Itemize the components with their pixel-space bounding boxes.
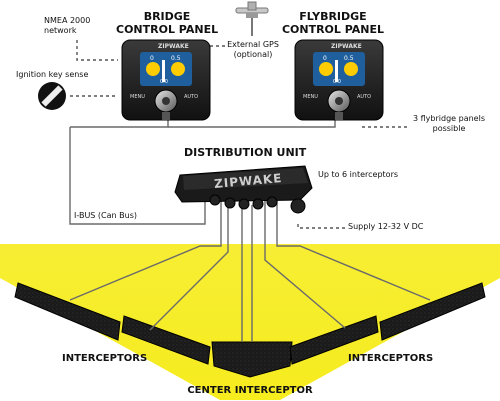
panel-brand-bridge: ZIPWAKE <box>158 43 189 50</box>
bridge-screen-value-3: 0.0 <box>160 79 168 85</box>
flybridge-auto-label: AUTO <box>357 94 372 100</box>
bridge-screen-value-2: 0.5 <box>171 55 181 62</box>
flybridge-screen-value-2: 0.5 <box>344 55 354 62</box>
interceptor-right-inner <box>289 315 379 365</box>
gps-antenna <box>235 1 269 36</box>
interceptor-center <box>211 341 293 378</box>
flybridge-title-line-1: FLYBRIDGE <box>299 10 367 23</box>
bridge-auto-label: AUTO <box>184 94 199 100</box>
up-to-label: Up to 6 interceptors <box>318 170 399 179</box>
bridge-screen-value-1: 0 <box>150 55 154 62</box>
bridge-control-panel <box>121 39 211 121</box>
nmea-label: NMEA 2000 network <box>44 16 90 36</box>
bridge-menu-label: MENU <box>130 94 145 100</box>
flybridge-screen-value-3: 0.0 <box>333 79 341 85</box>
ibus-label: I-BUS (Can Bus) <box>74 211 137 220</box>
flybridge-title-line-2: CONTROL PANEL <box>281 23 385 36</box>
interceptor-left-inner <box>121 315 211 365</box>
nmea-line-2: network <box>44 26 77 35</box>
interceptors-right-label: INTERCEPTORS <box>348 353 434 364</box>
ignition-label: Ignition key sense <box>16 70 89 79</box>
gps-label: External GPS (optional) <box>218 40 288 60</box>
interceptor-left-outer <box>14 282 121 341</box>
hull-area <box>0 244 500 400</box>
gps-line-2: (optional) <box>233 50 273 59</box>
interceptor-cables <box>69 196 431 342</box>
flybridge-panels-line-1: 3 flybridge panels <box>413 114 485 123</box>
flybridge-menu-label: MENU <box>303 94 318 100</box>
flybridge-panels-line-2: possible <box>432 124 466 133</box>
nmea-line-1: NMEA 2000 <box>44 16 91 25</box>
bridge-title: BRIDGE CONTROL PANEL <box>116 10 218 36</box>
bridge-title-line-1: BRIDGE <box>143 10 191 23</box>
flybridge-screen-value-1: 0 <box>323 55 327 62</box>
center-interceptor-label: CENTER INTERCEPTOR <box>187 385 313 396</box>
ignition-key-icon <box>38 82 66 110</box>
interceptor-right-outer <box>379 282 486 341</box>
distribution-unit <box>174 165 313 214</box>
distribution-unit-label: DISTRIBUTION UNIT <box>184 146 307 159</box>
flybridge-panels-label: 3 flybridge panels possible <box>413 114 485 134</box>
panel-brand-flybridge: ZIPWAKE <box>331 43 362 50</box>
bridge-title-line-2: CONTROL PANEL <box>116 23 219 36</box>
interceptors-left-label: INTERCEPTORS <box>62 353 148 364</box>
flybridge-title: FLYBRIDGE CONTROL PANEL <box>278 10 388 36</box>
gps-line-1: External GPS <box>227 40 279 49</box>
supply-label: Supply 12-32 V DC <box>348 222 424 231</box>
flybridge-control-panel <box>294 39 384 121</box>
